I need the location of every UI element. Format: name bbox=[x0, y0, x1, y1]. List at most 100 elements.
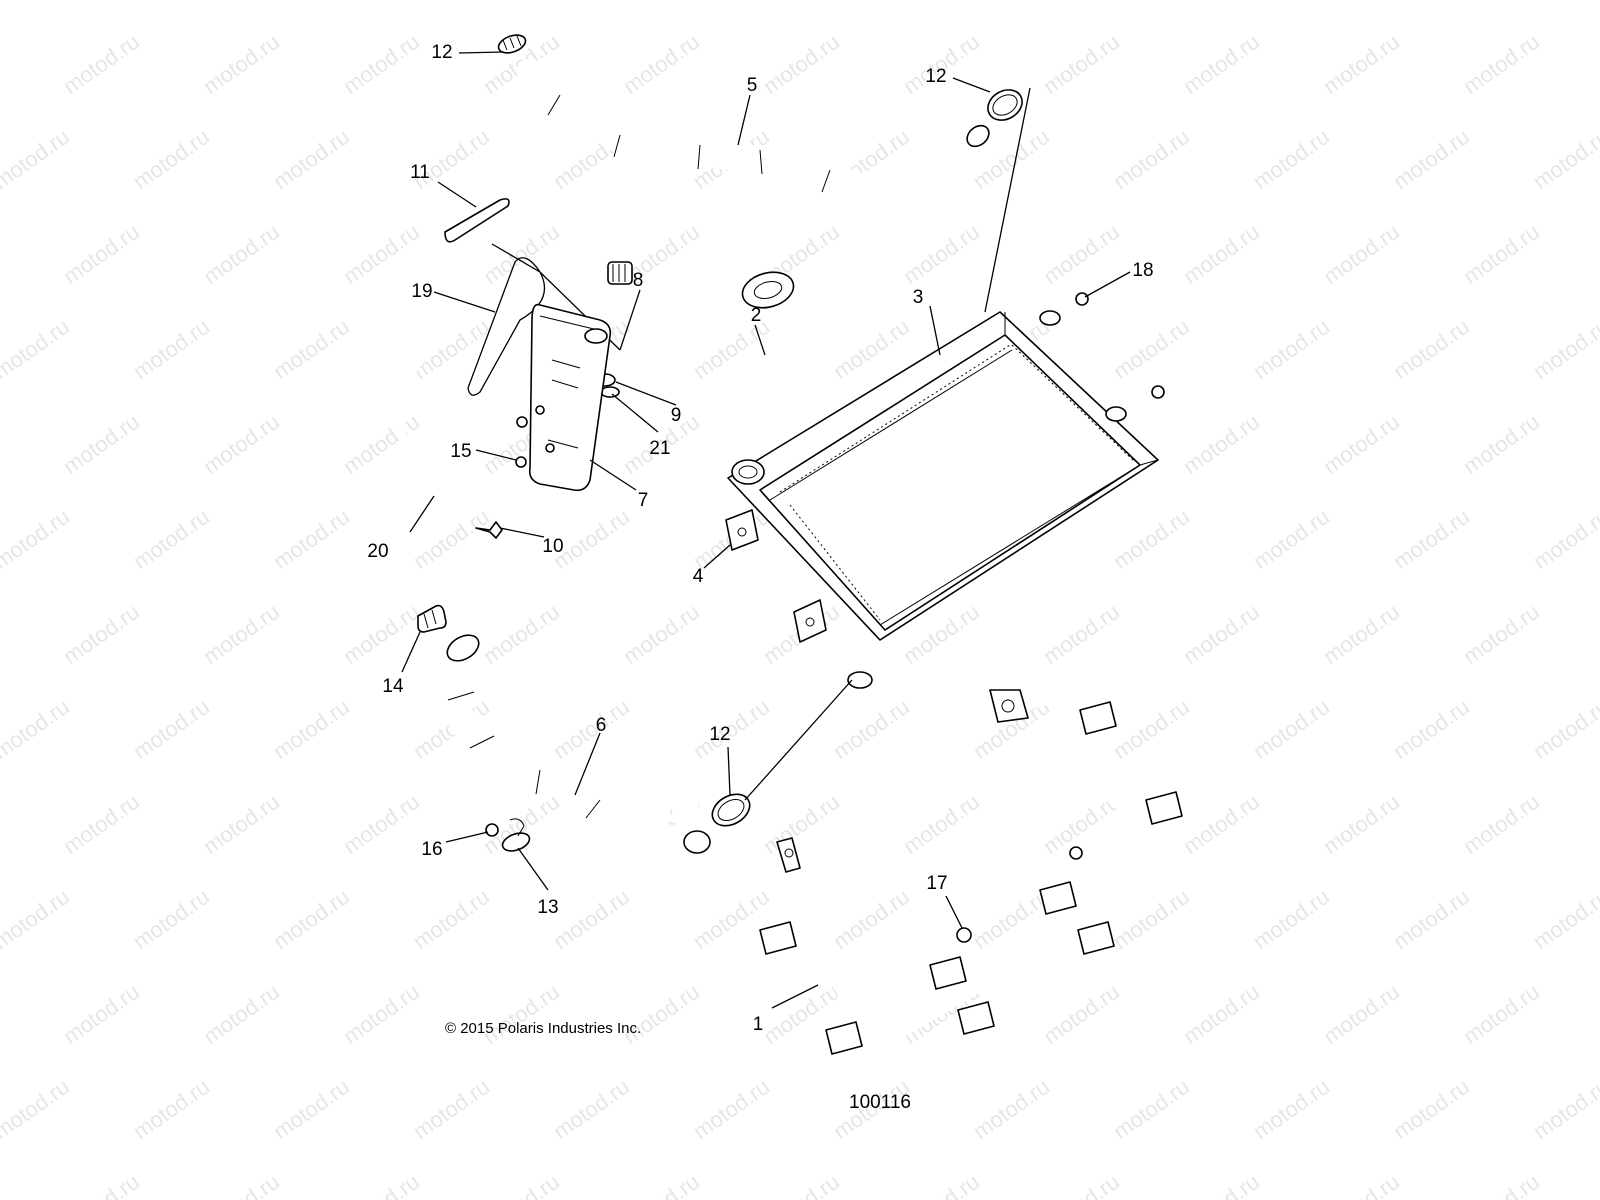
radiator bbox=[727, 310, 1159, 689]
watermark-text: motod.ru bbox=[1179, 979, 1264, 1049]
callout-15: 15 bbox=[450, 441, 471, 462]
watermark-text: motod.ru bbox=[969, 1074, 1054, 1144]
watermark-text: motod.ru bbox=[549, 0, 634, 4]
watermark-text: motod.ru bbox=[1249, 0, 1334, 4]
radiator-mount-upper bbox=[725, 509, 759, 551]
watermark-text: motod.ru bbox=[1529, 884, 1600, 954]
coolant-reservoir bbox=[528, 303, 612, 492]
watermark-text: motod.ru bbox=[269, 0, 354, 4]
callout-19: 19 bbox=[411, 281, 432, 302]
watermark-text: motod.ru bbox=[1459, 979, 1544, 1049]
watermark-text: motod.ru bbox=[129, 124, 214, 194]
watermark-text: motod.ru bbox=[0, 599, 4, 669]
watermark-text: motod.ru bbox=[0, 789, 4, 859]
cap-o-ring bbox=[600, 386, 620, 398]
watermark-text: motod.ru bbox=[1319, 599, 1404, 669]
watermark-text: motod.ru bbox=[1249, 124, 1334, 194]
callout-17: 17 bbox=[926, 873, 947, 894]
watermark-text: motod.ru bbox=[759, 789, 844, 859]
watermark-text: motod.ru bbox=[1319, 409, 1404, 479]
watermark-text: motod.ru bbox=[1459, 29, 1544, 99]
watermark-text: motod.ru bbox=[1389, 314, 1474, 384]
callout-18: 18 bbox=[1132, 260, 1153, 281]
watermark-text: motod.ru bbox=[1389, 504, 1474, 574]
callout-20: 20 bbox=[367, 541, 388, 562]
watermark-text: motod.ru bbox=[1529, 694, 1600, 764]
watermark-text: motod.ru bbox=[1039, 1169, 1124, 1200]
watermark-text: motod.ru bbox=[619, 599, 704, 669]
watermark-text: motod.ru bbox=[479, 1169, 564, 1200]
watermark-text: motod.ru bbox=[689, 1074, 774, 1144]
strap bbox=[444, 198, 510, 243]
watermark-text: motod.ru bbox=[1529, 504, 1600, 574]
watermark-text: motod.ru bbox=[549, 1074, 634, 1144]
watermark-text: motod.ru bbox=[1459, 599, 1544, 669]
watermark-text: motod.ru bbox=[759, 29, 844, 99]
watermark-text: motod.ru bbox=[0, 1074, 74, 1144]
watermark-text: motod.ru bbox=[129, 694, 214, 764]
hose-clamp-bottom bbox=[711, 793, 751, 827]
watermark-text: motod.ru bbox=[269, 124, 354, 194]
bolt-15-upper bbox=[516, 416, 528, 428]
watermark-text: motod.ru bbox=[1389, 694, 1474, 764]
watermark-text: motod.ru bbox=[1529, 1074, 1600, 1144]
watermark-text: motod.ru bbox=[409, 1074, 494, 1144]
watermark-text: motod.ru bbox=[1319, 219, 1404, 289]
watermark-text: motod.ru bbox=[1039, 979, 1124, 1049]
watermark-text: motod.ru bbox=[1249, 884, 1334, 954]
callout-2: 2 bbox=[751, 305, 762, 326]
callout-1: 1 bbox=[753, 1014, 764, 1035]
hose-clamp-top-right bbox=[987, 89, 1023, 121]
watermark-text: motod.ru bbox=[0, 979, 4, 1049]
watermark-text: motod.ru bbox=[1319, 29, 1404, 99]
callout-4: 4 bbox=[693, 566, 704, 587]
watermark-text: motod.ru bbox=[129, 1074, 214, 1144]
watermark-text: motod.ru bbox=[689, 884, 774, 954]
watermark-text: motod.ru bbox=[1459, 789, 1544, 859]
radiator-frame bbox=[759, 689, 1183, 1055]
watermark-text: motod.ru bbox=[0, 504, 74, 574]
watermark-text: motod.ru bbox=[1109, 124, 1194, 194]
watermark-text: motod.ru bbox=[479, 599, 564, 669]
watermark-text: motod.ru bbox=[59, 219, 144, 289]
watermark-text: motod.ru bbox=[1109, 884, 1194, 954]
watermark-text: motod.ru bbox=[1109, 1074, 1194, 1144]
copyright-notice: © 2015 Polaris Industries Inc. bbox=[445, 1020, 641, 1037]
watermark-text: motod.ru bbox=[1319, 1169, 1404, 1200]
watermark-text: motod.ru bbox=[0, 0, 74, 4]
callout-7: 7 bbox=[638, 490, 649, 511]
watermark-text: motod.ru bbox=[759, 1169, 844, 1200]
watermark-text: motod.ru bbox=[1529, 314, 1600, 384]
watermark-text: motod.ru bbox=[1249, 1074, 1334, 1144]
upper-hose bbox=[516, 58, 990, 205]
watermark-text: motod.ru bbox=[899, 219, 984, 289]
watermark-text: motod.ru bbox=[59, 979, 144, 1049]
watermark-text: motod.ru bbox=[269, 884, 354, 954]
callout-12-bottom: 12 bbox=[709, 724, 730, 745]
bolt-17 bbox=[956, 927, 972, 943]
watermark-text: motod.ru bbox=[1529, 124, 1600, 194]
bolt-frame bbox=[1069, 846, 1083, 860]
watermark-text: motod.ru bbox=[129, 884, 214, 954]
watermark-text: motod.ru bbox=[1109, 0, 1194, 4]
callout-14: 14 bbox=[382, 676, 404, 697]
watermark-text: motod.ru bbox=[829, 694, 914, 764]
watermark-text: motod.ru bbox=[59, 789, 144, 859]
watermark-text: motod.ru bbox=[899, 1169, 984, 1200]
watermark-text: motod.ru bbox=[1319, 789, 1404, 859]
watermark-text: motod.ru bbox=[0, 884, 74, 954]
bleed-fitting bbox=[417, 604, 447, 633]
overflow-tube bbox=[394, 362, 447, 513]
callout-11: 11 bbox=[410, 162, 430, 183]
watermark-text: motod.ru bbox=[1249, 314, 1334, 384]
watermark-text: motod.ru bbox=[0, 409, 4, 479]
bolt-15-lower bbox=[515, 456, 527, 468]
watermark-text: motod.ru bbox=[899, 29, 984, 99]
watermark-text: motod.ru bbox=[129, 314, 214, 384]
callout-3: 3 bbox=[913, 287, 924, 308]
watermark-text: motod.ru bbox=[1039, 219, 1124, 289]
watermark-text: motod.ru bbox=[269, 314, 354, 384]
watermark-text: motod.ru bbox=[0, 29, 4, 99]
